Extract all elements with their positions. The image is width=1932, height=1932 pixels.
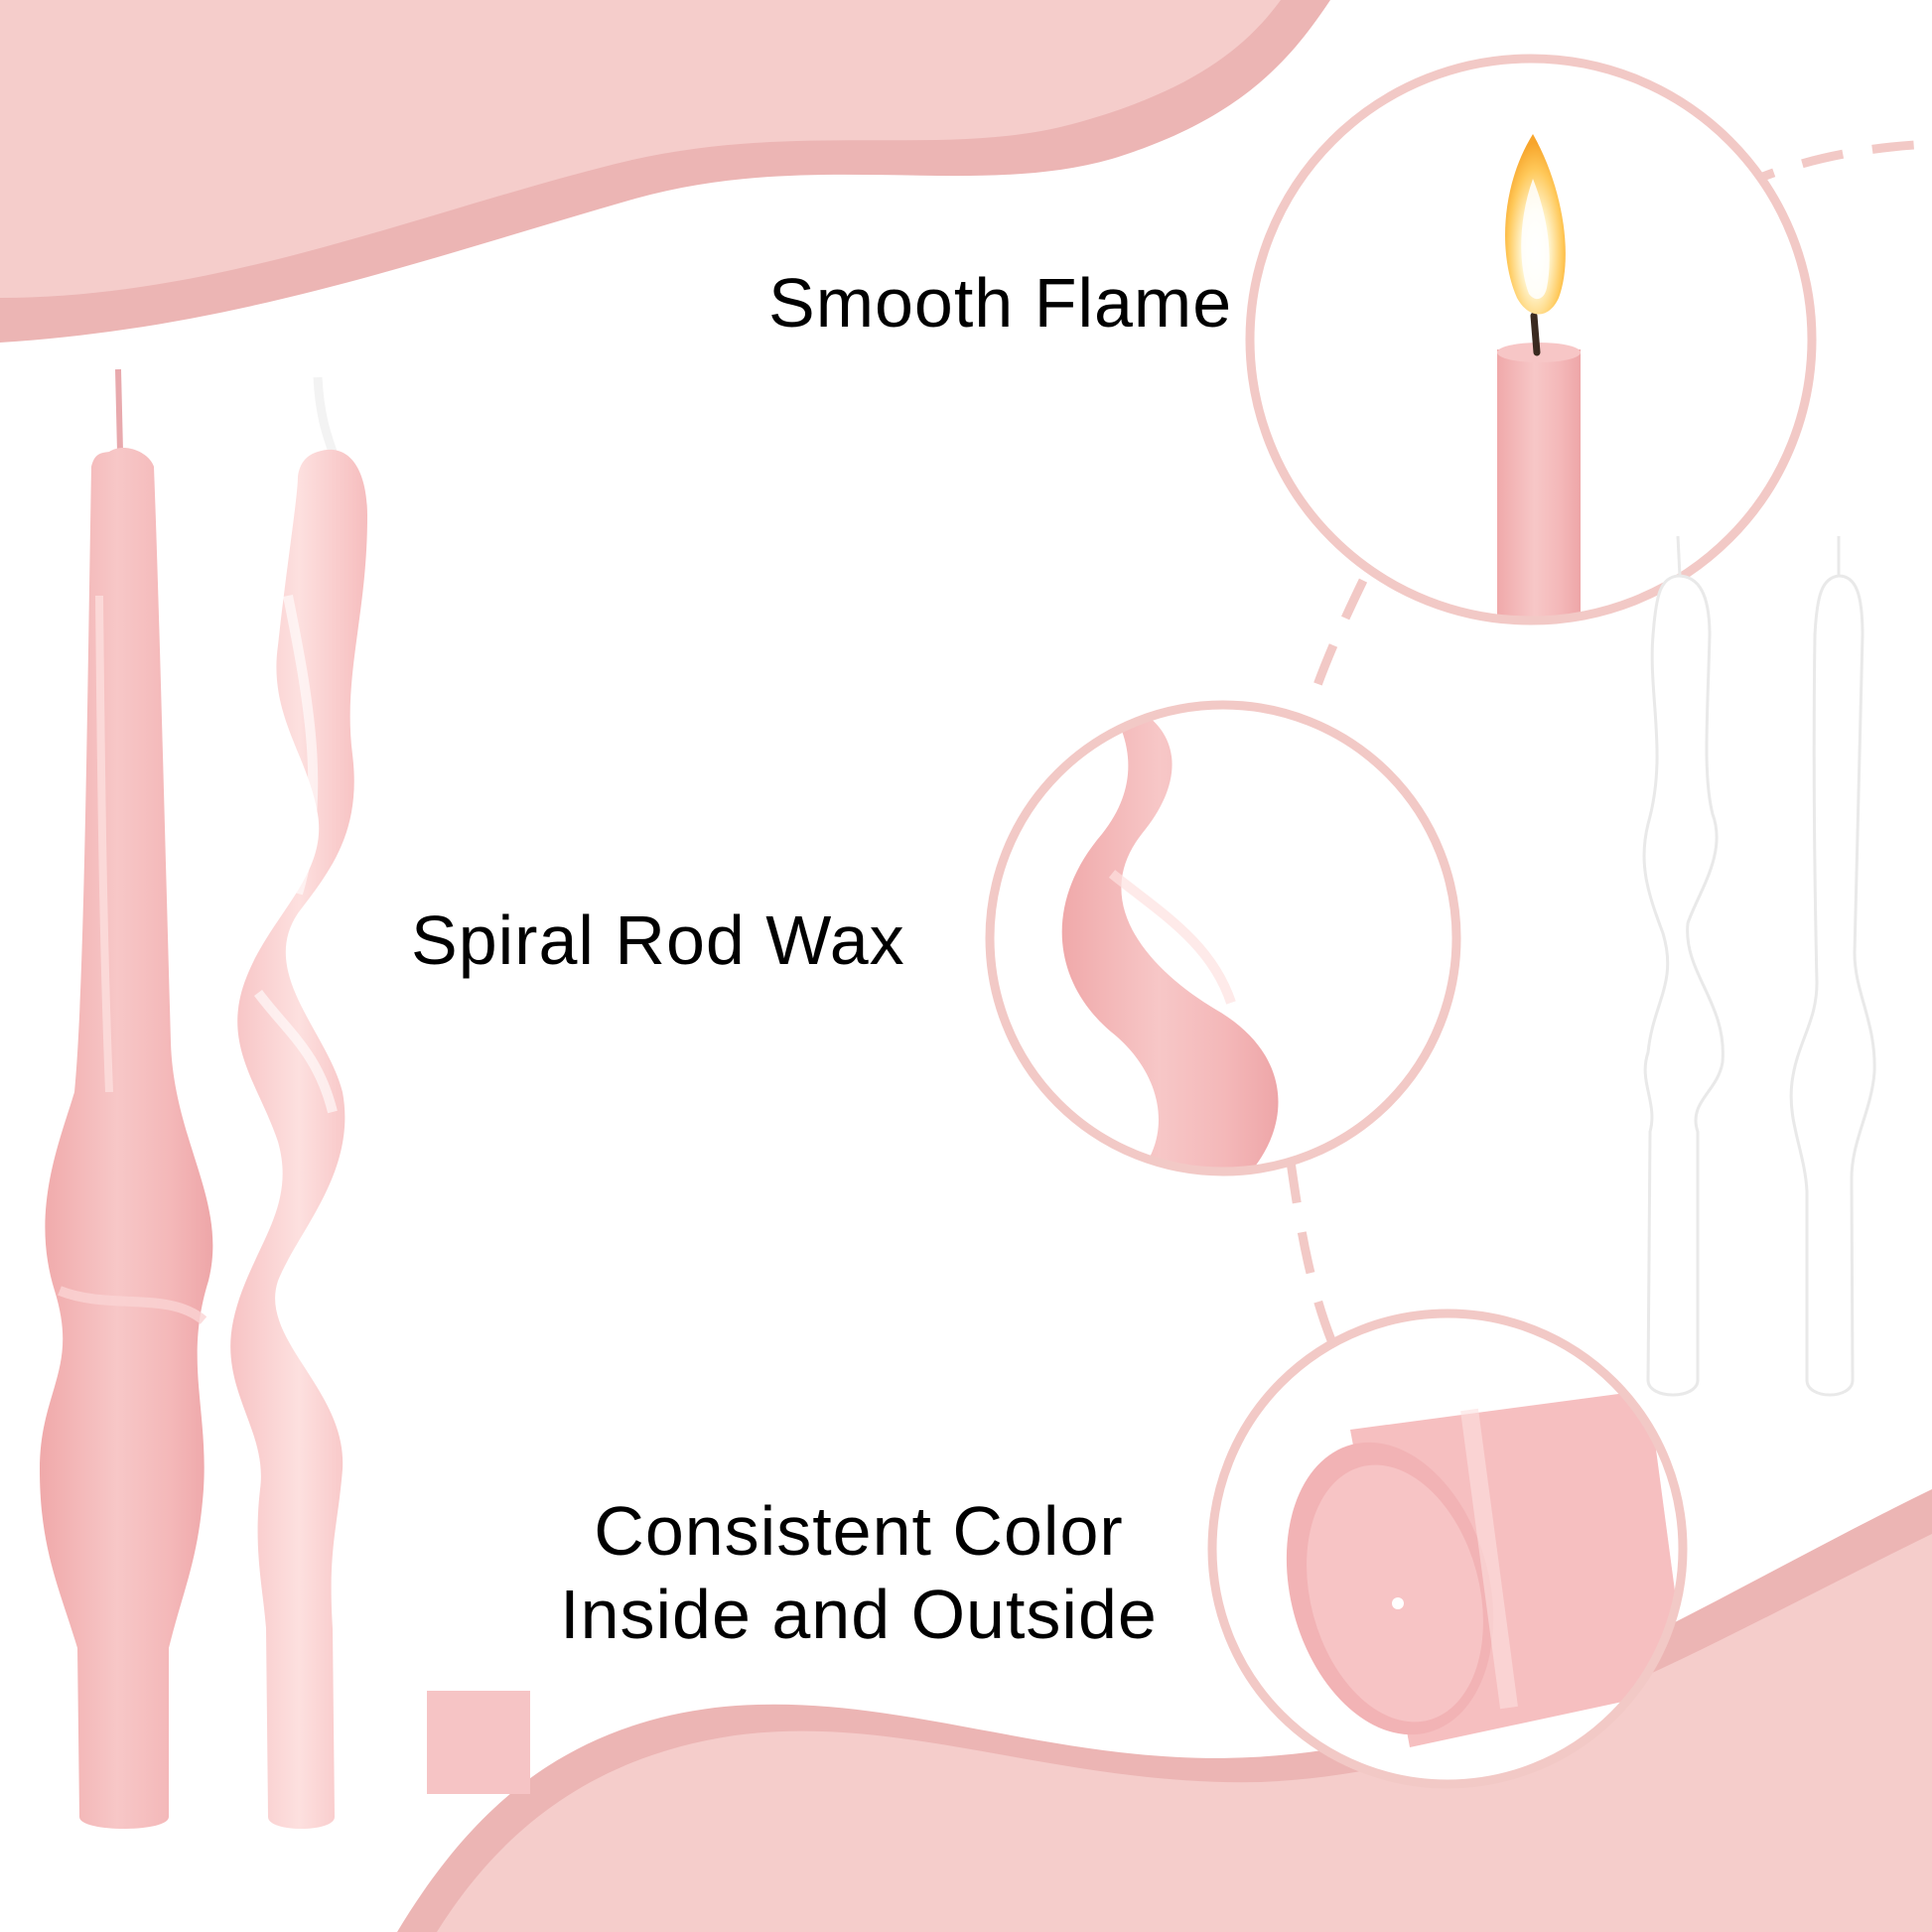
consistent-color-line1: Consistent Color: [594, 1492, 1124, 1570]
smooth-flame-label: Smooth Flame: [768, 264, 1233, 342]
spiral-rod-wax-label: Spiral Rod Wax: [411, 901, 905, 979]
white-candle-outlines: [1642, 535, 1876, 1397]
color-swatch-icon: [427, 1691, 530, 1794]
spiral-light-pink-candle: [230, 376, 367, 1830]
tapered-pink-candle: [40, 368, 213, 1829]
flame-detail-circle: [1245, 54, 1817, 625]
consistent-color-line2: Inside and Outside: [560, 1576, 1158, 1653]
top-wave-light: [0, 0, 1281, 298]
bottom-wave-light: [437, 1534, 1932, 1932]
consistent-color-label: Consistent Color Inside and Outside: [531, 1489, 1186, 1656]
spiral-detail-circle: [985, 700, 1461, 1176]
color-detail-circle: [1207, 1309, 1688, 1789]
